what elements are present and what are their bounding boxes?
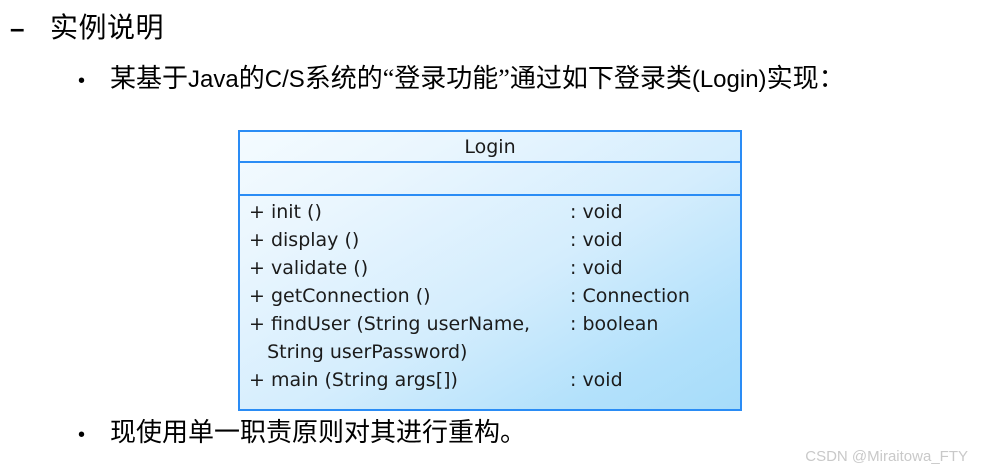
text-segment: 实现： <box>766 64 845 93</box>
dash-bullet-icon: – <box>10 13 25 43</box>
uml-operation-row: + findUser (String userName, : boolean <box>240 313 740 341</box>
round-bullet-icon: • <box>78 424 86 446</box>
uml-attributes-compartment <box>240 163 740 196</box>
text-segment: 系统的“登录功能”通过如下登录类 <box>304 64 692 93</box>
uml-operation-row: + init () : void <box>240 201 740 229</box>
uml-operations-compartment: + init () : void + display () : void + v… <box>240 196 740 397</box>
uml-operation-type: : boolean <box>570 313 659 335</box>
outline-level2-text-2: 现使用单一职责原则对其进行重构。 <box>110 418 527 447</box>
outline-level1-item: – 实例说明 <box>10 6 164 46</box>
uml-class-name: Login <box>240 132 740 163</box>
uml-operation-signature: + validate () <box>249 257 369 279</box>
uml-operation-type: : void <box>570 257 623 279</box>
uml-operation-row: + main (String args[]) : void <box>240 369 740 397</box>
uml-operation-row: + validate () : void <box>240 257 740 285</box>
outline-level2-item-2: • 现使用单一职责原则对其进行重构。 <box>78 412 526 449</box>
uml-operation-signature: + findUser (String userName, <box>249 313 531 335</box>
text-segment-latin: (Login) <box>691 66 767 93</box>
uml-operation-type: : Connection <box>570 285 690 307</box>
uml-operation-type: : void <box>570 201 623 223</box>
uml-class-box: Login + init () : void + display () : vo… <box>238 130 742 411</box>
uml-operation-signature: String userPassword) <box>249 341 468 363</box>
uml-operation-signature: + init () <box>249 201 322 223</box>
uml-operation-signature: + display () <box>249 229 360 251</box>
round-bullet-icon: • <box>78 70 86 92</box>
uml-operation-type: : void <box>570 229 623 251</box>
uml-operation-row-continuation: String userPassword) <box>240 341 740 369</box>
text-segment: 某基于 <box>110 64 189 93</box>
watermark: CSDN @Miraitowa_FTY <box>805 448 968 465</box>
uml-operation-row: + getConnection () : Connection <box>240 285 740 313</box>
text-segment-latin: Java <box>188 66 239 93</box>
uml-operation-signature: + getConnection () <box>249 285 431 307</box>
outline-level2-text-1: 某基于Java的C/S系统的“登录功能”通过如下登录类(Login)实现： <box>110 58 845 95</box>
outline-level2-item-1: • 某基于Java的C/S系统的“登录功能”通过如下登录类(Login)实现： <box>78 58 845 95</box>
text-segment: 的 <box>238 64 265 93</box>
text-segment-latin: C/S <box>264 66 305 93</box>
outline-level1-text: 实例说明 <box>50 13 165 44</box>
uml-operation-type: : void <box>570 369 623 391</box>
uml-operation-row: + display () : void <box>240 229 740 257</box>
uml-operation-signature: + main (String args[]) <box>249 369 458 391</box>
